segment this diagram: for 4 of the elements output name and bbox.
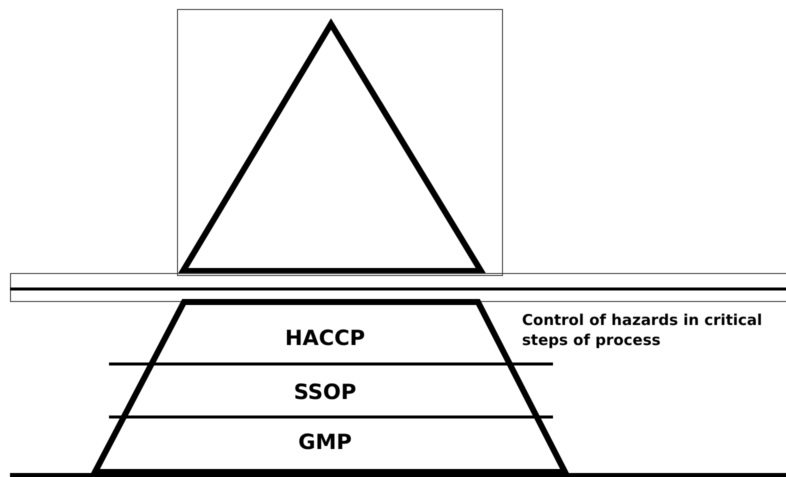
- annotation-text: Control of hazards in critical steps of process: [522, 310, 764, 350]
- level-label: SSOP: [294, 382, 356, 402]
- level-label: GMP: [298, 432, 352, 452]
- level-label: HACCP: [284, 328, 366, 348]
